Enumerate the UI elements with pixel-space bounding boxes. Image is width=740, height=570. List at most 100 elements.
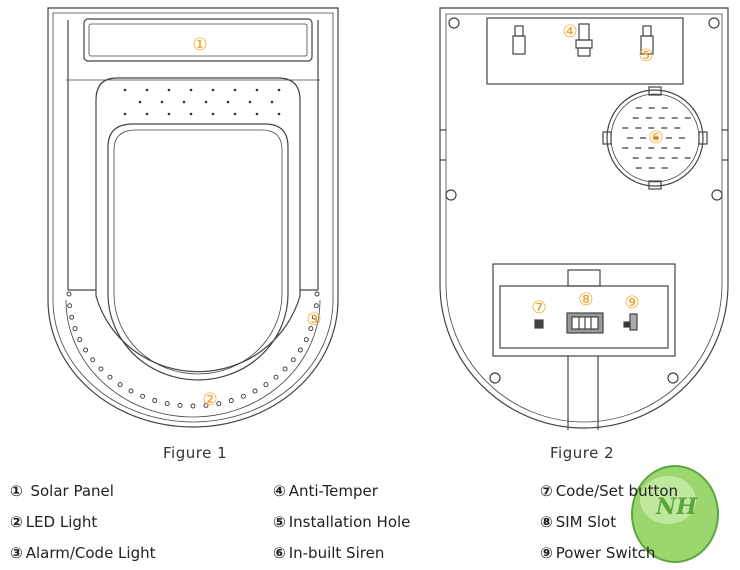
nh-watermark-text: NH (656, 494, 697, 520)
speaker-hole (123, 112, 127, 116)
nh-watermark-logo (631, 465, 719, 563)
mounting-hole (445, 189, 457, 201)
callout-9: ⑨ (624, 293, 639, 313)
led-dot (90, 357, 96, 363)
led-dot (164, 401, 170, 407)
callouts: ① ② ③ ④ ⑤ ⑥ ⑦ ⑧ ⑨ (192, 22, 663, 410)
speaker-hole (255, 112, 259, 116)
led-dot (72, 326, 78, 332)
led-dot (273, 374, 279, 380)
legend-item-solar-panel: ① Solar Panel (10, 482, 114, 500)
led-dot (190, 403, 196, 409)
led-dot (203, 402, 209, 408)
speaker-hole (145, 88, 149, 92)
legend-label: Solar Panel (30, 482, 114, 500)
siren (602, 86, 708, 190)
mounting-hole (667, 372, 679, 384)
legend-label: Anti-Temper (288, 482, 378, 500)
speaker-hole (189, 112, 193, 116)
callout-8: ⑧ (578, 290, 593, 310)
legend-label: In-built Siren (288, 544, 385, 562)
led-dot (140, 393, 146, 399)
installation-hole-right (640, 25, 654, 55)
legend-label: Alarm/Code Light (25, 544, 156, 562)
speaker-hole (226, 100, 230, 104)
mounting-hole (711, 189, 723, 201)
led-dot (314, 291, 320, 297)
legend-label: Power Switch (555, 544, 656, 562)
led-dot (117, 382, 123, 388)
speaker-hole (182, 100, 186, 104)
led-dot (313, 303, 319, 309)
legend-marker: ① (10, 482, 23, 500)
legend-marker: ② (10, 513, 23, 531)
tamper-compartment (486, 17, 684, 85)
legend-label: SIM Slot (555, 513, 617, 531)
legend-label: Code/Set button (555, 482, 679, 500)
speaker-hole (211, 88, 215, 92)
led-dot (308, 326, 314, 332)
speaker-hole (167, 88, 171, 92)
callout-7: ⑦ (531, 298, 546, 318)
sim-slot (566, 312, 604, 334)
solar-panel (83, 18, 313, 62)
mounting-hole (489, 372, 501, 384)
figure-1-front-view (47, 7, 339, 428)
callout-1: ① (192, 35, 207, 55)
figure-1-caption: Figure 1 (163, 444, 228, 462)
led-dot (290, 357, 296, 363)
speaker-hole (204, 100, 208, 104)
led-dot (66, 291, 72, 297)
legend-marker: ⑨ (540, 544, 553, 562)
legend-label: LED Light (25, 513, 98, 531)
led-dots (66, 291, 320, 409)
led-dot (282, 366, 288, 372)
speaker-hole (277, 88, 281, 92)
led-dot (263, 382, 269, 388)
speaker-hole (233, 112, 237, 116)
legend-marker: ⑧ (540, 513, 553, 531)
mounting-hole (448, 17, 460, 29)
legend-marker: ⑦ (540, 482, 553, 500)
led-dot (128, 388, 134, 394)
led-dot (240, 393, 246, 399)
led-dot (303, 337, 309, 343)
speaker-hole (233, 88, 237, 92)
legend-marker: ③ (10, 544, 23, 562)
back-housing-outline (439, 7, 729, 429)
speaker-hole (255, 88, 259, 92)
callout-6: ⑥ (648, 128, 663, 148)
led-dot (177, 402, 183, 408)
led-dot (98, 366, 104, 372)
led-dot (228, 398, 234, 403)
speaker-hole (138, 100, 142, 104)
back-housing-inner (445, 13, 723, 423)
anti-tamper-switch (575, 23, 593, 57)
legend-marker: ⑥ (273, 544, 286, 562)
callout-4: ④ (562, 22, 577, 42)
led-dot (83, 347, 89, 353)
housing-outline (47, 7, 339, 428)
speaker-hole (270, 100, 274, 104)
speaker-hole (145, 112, 149, 116)
led-dot (67, 303, 73, 309)
led-dot (297, 347, 303, 353)
battery-bay-outer (492, 263, 676, 357)
speaker-hole (189, 88, 193, 92)
led-dot (152, 398, 158, 403)
led-dot (311, 314, 317, 320)
callout-5: ⑤ (638, 46, 653, 66)
speaker-hole (160, 100, 164, 104)
code-set-button (534, 319, 544, 329)
legend-label: Installation Hole (288, 513, 411, 531)
